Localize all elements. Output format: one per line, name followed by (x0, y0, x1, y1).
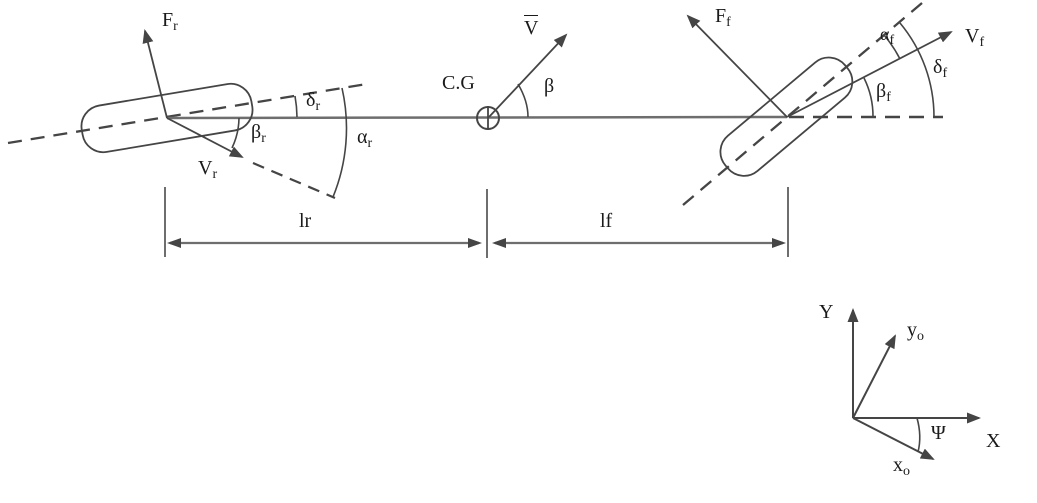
axis-body-x-label: xo (893, 454, 910, 479)
front-force-label: Ff (715, 5, 731, 30)
body-velocity-arrow (488, 33, 568, 118)
wheelbase-rear-left-arrowhead (167, 238, 181, 248)
front-sideslip-angle-arc (863, 77, 874, 118)
front-steer-angle-label: δf (933, 56, 948, 81)
wheelbase-rear-label: lr (299, 210, 312, 232)
rear-force-arrow (142, 29, 168, 119)
front-velocity-arrow (786, 31, 953, 118)
body-velocity-label: V (524, 15, 539, 39)
axis-body-x-arrow (852, 417, 935, 460)
body-slip-angle-arc (517, 83, 529, 118)
yaw-angle-label: Ψ (931, 422, 946, 444)
wheelbase-front-label: lf (600, 210, 613, 232)
rear-sideslip-angle-arc (231, 117, 240, 149)
rear-velocity-label: Vr (198, 157, 218, 182)
front-sideslip-angle-label: βf (876, 80, 891, 105)
center-of-gravity-label: C.G (442, 72, 475, 94)
front-slip-angle-arc (883, 34, 901, 60)
axis-global-y-label: Y (819, 301, 834, 323)
wheelbase-front-right-arrowhead (772, 238, 786, 248)
yaw-angle-arc (916, 417, 921, 453)
rear-slip-angle-arc (332, 87, 348, 198)
axis-body-y-arrow (852, 334, 896, 419)
front-steer-angle-arc (899, 22, 935, 118)
wheelbase-front-left-arrowhead (492, 238, 506, 248)
body-slip-angle-label: β (544, 75, 555, 97)
rear-velocity-dashed-extension (252, 161, 336, 200)
rear-steer-angle-arc (294, 95, 298, 118)
front-slip-angle-label: αf (880, 24, 895, 48)
rear-steer-angle-label: δr (306, 89, 321, 114)
rear-force-label: Fr (162, 9, 178, 34)
rear-wheel-outline (80, 82, 254, 154)
front-wheel-outline (719, 56, 854, 177)
rear-slip-angle-label: αr (357, 126, 373, 151)
front-force-arrow (686, 14, 788, 118)
front-wheel-axis-dashed-line (682, 2, 923, 206)
front-velocity-label: Vf (965, 25, 985, 50)
rear-sideslip-angle-label: βr (251, 121, 266, 146)
axis-global-x-label: X (986, 430, 1001, 452)
axis-body-y-label: yo (907, 319, 924, 344)
rear-wheel-axis-dashed-line (7, 82, 368, 145)
wheelbase-rear-right-arrowhead (468, 238, 482, 248)
rear-velocity-arrow (166, 117, 244, 158)
